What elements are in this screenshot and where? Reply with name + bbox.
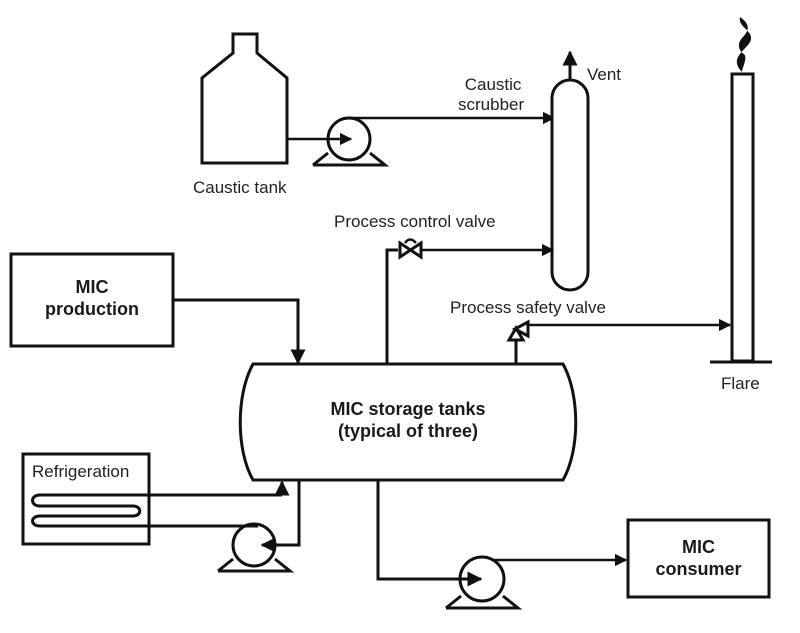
mic-storage-tank bbox=[238, 362, 578, 482]
caustic-scrubber bbox=[550, 78, 590, 292]
mic-consumer-label-line1: MIC bbox=[682, 537, 715, 557]
mic-production-label-line1: MIC bbox=[75, 277, 109, 297]
caustic-scrubber-label-line2: scrubber bbox=[458, 95, 525, 115]
caustic-tank-label: Caustic tank bbox=[193, 178, 287, 197]
mic-consumer-box bbox=[626, 518, 771, 599]
process-safety-valve-label: Process safety valve bbox=[450, 298, 606, 317]
caustic-tank bbox=[200, 32, 289, 165]
refrigeration-label: Refrigeration bbox=[32, 462, 130, 481]
pipe-storage-to-control-valve bbox=[385, 248, 398, 363]
flare-label: Flare bbox=[721, 374, 760, 393]
pipe-production-to-storage bbox=[173, 298, 306, 365]
flame-icon bbox=[736, 17, 752, 72]
process-safety-valve-icon bbox=[506, 319, 530, 342]
mic-consumer-label-line2: consumer bbox=[655, 558, 742, 579]
pump-icon bbox=[217, 522, 295, 573]
mic-storage-label: MIC storage tanks (typical of three) bbox=[250, 399, 566, 442]
mic-storage-label-line1: MIC storage tanks bbox=[330, 399, 486, 419]
mic-production-box bbox=[9, 252, 175, 348]
pump-icon bbox=[312, 116, 390, 167]
refrigeration-box bbox=[21, 452, 151, 546]
caustic-scrubber-label: Caustic scrubber bbox=[458, 75, 524, 116]
mic-production-label: MIC production bbox=[11, 277, 173, 320]
mic-production-label-line2: production bbox=[45, 298, 139, 319]
vent-label: Vent bbox=[587, 65, 622, 84]
pump-icon bbox=[445, 555, 523, 610]
mic-storage-label-line2: (typical of three) bbox=[337, 420, 479, 441]
refrigeration-coil bbox=[31, 480, 290, 528]
caustic-scrubber-label-line1: Caustic bbox=[464, 75, 522, 94]
mic-consumer-label: MIC consumer bbox=[628, 537, 769, 580]
pipe-storage-to-consumer-pump bbox=[376, 480, 483, 587]
process-control-valve-icon bbox=[398, 238, 423, 260]
process-control-valve-label: Process control valve bbox=[334, 212, 496, 231]
flare-stack bbox=[730, 72, 755, 363]
